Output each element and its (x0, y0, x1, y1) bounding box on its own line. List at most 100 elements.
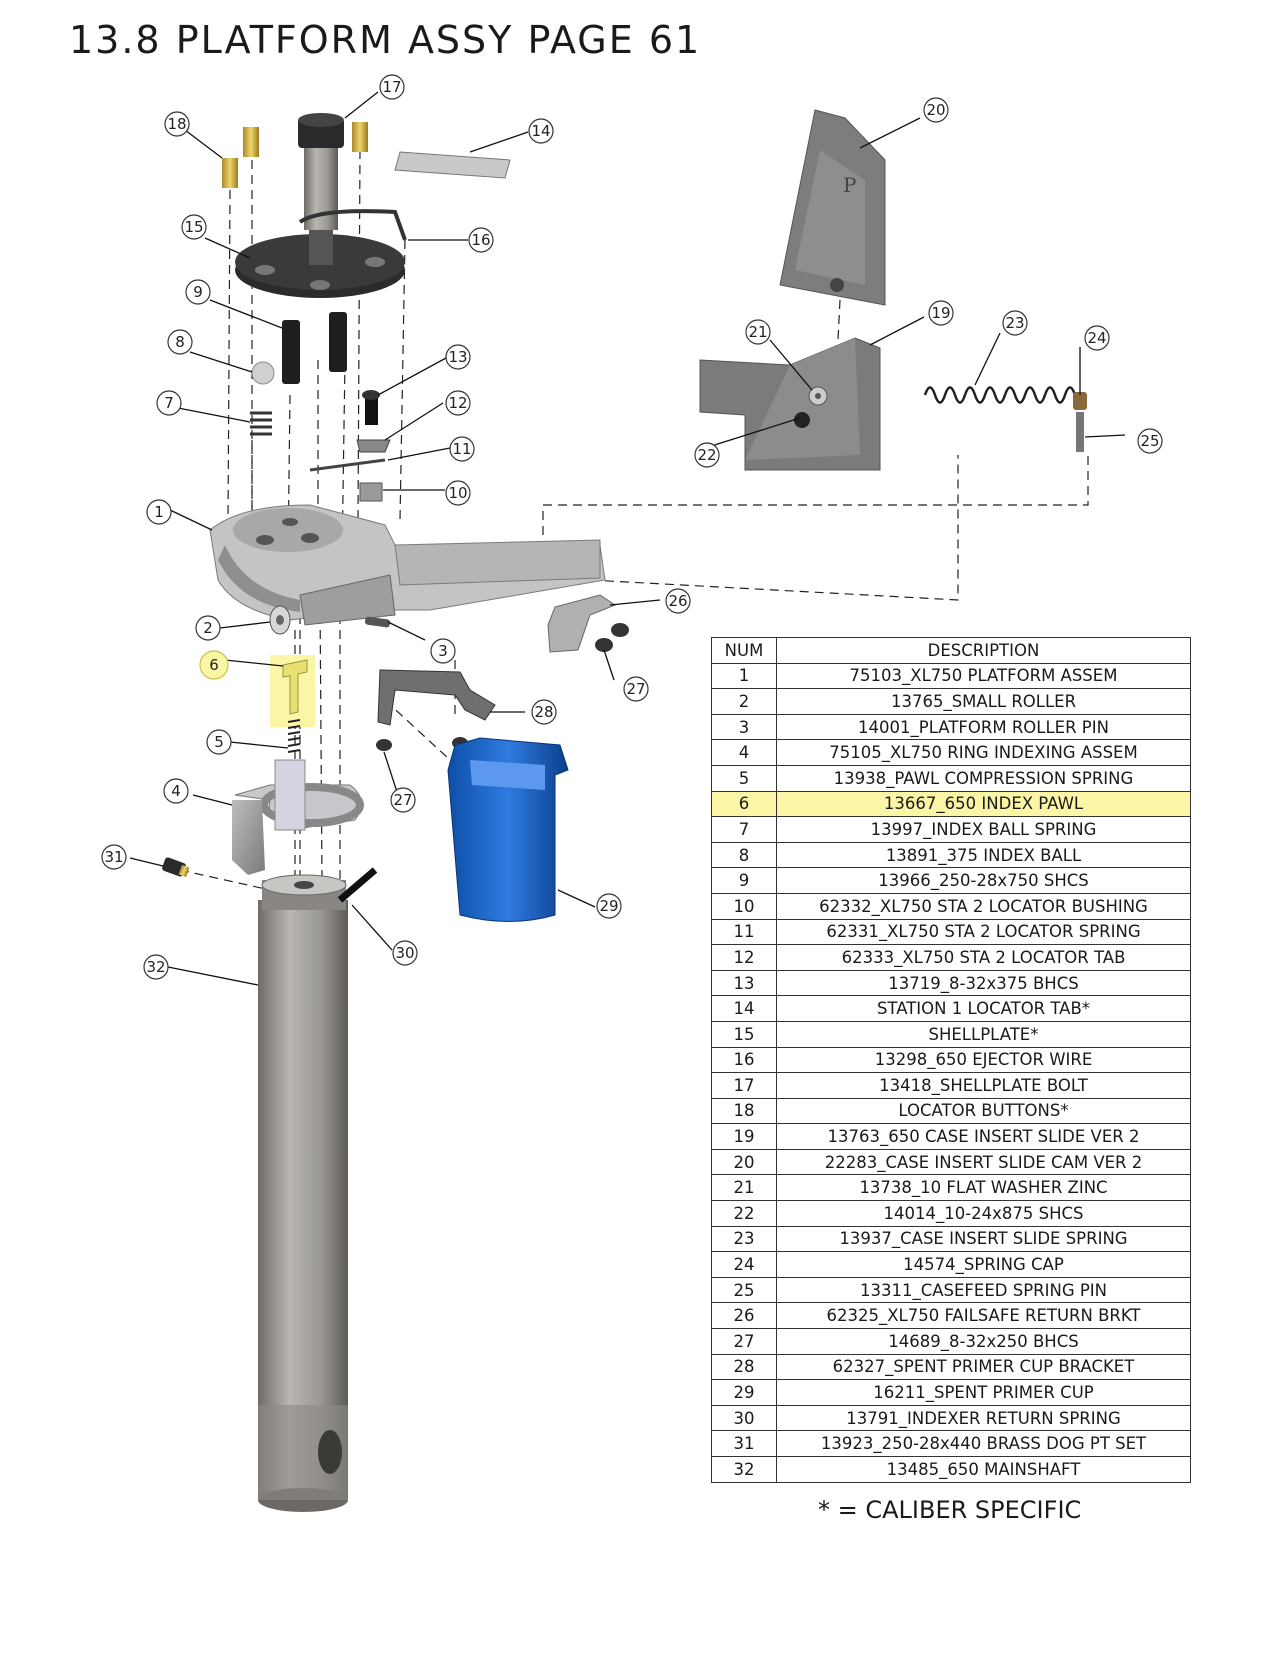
callout-25: 25 (1137, 428, 1163, 454)
part-description-cell: 13311_CASEFEED SPRING PIN (776, 1276, 1191, 1304)
part-number-cell: 32 (711, 1456, 777, 1483)
callout-28: 28 (531, 699, 557, 725)
svg-text:P: P (843, 173, 856, 197)
svg-text:25: 25 (1140, 432, 1159, 450)
svg-text:23: 23 (1005, 314, 1024, 332)
part-description-cell: 14001_PLATFORM ROLLER PIN (776, 713, 1191, 741)
svg-text:26: 26 (668, 592, 687, 610)
locator-parts-10-13 (309, 390, 391, 502)
svg-text:1: 1 (154, 503, 164, 521)
locator-tab-part (394, 151, 511, 179)
callout-31: 31 (101, 844, 127, 870)
callout-10: 10 (445, 480, 471, 506)
part-number-cell: 17 (711, 1072, 777, 1099)
svg-text:24: 24 (1087, 329, 1106, 347)
part-number-cell: 22 (711, 1200, 777, 1227)
svg-text:11: 11 (452, 440, 471, 458)
svg-text:2: 2 (203, 619, 213, 637)
callout-4: 4 (163, 778, 189, 804)
svg-text:29: 29 (599, 897, 618, 915)
svg-text:32: 32 (146, 958, 165, 976)
small-roller-part (269, 605, 291, 635)
ring-indexing-part (232, 759, 364, 875)
part-description-cell: 22283_CASE INSERT SLIDE CAM VER 2 (776, 1148, 1191, 1176)
part-number-cell: 10 (711, 892, 777, 920)
part-description-cell: 13891_375 INDEX BALL (776, 841, 1191, 869)
failsafe-return-bracket-part (547, 594, 617, 653)
part-description-cell: 62327_SPENT PRIMER CUP BRACKET (776, 1353, 1191, 1381)
part-number-cell: 11 (711, 918, 777, 946)
callout-2: 2 (195, 615, 221, 641)
svg-text:31: 31 (104, 848, 123, 866)
part-number-cell: 23 (711, 1225, 777, 1253)
callout-27-right: 27 (623, 676, 649, 702)
part-number-cell: 2 (711, 688, 777, 715)
part-description-cell: 13791_INDEXER RETURN SPRING (776, 1404, 1191, 1432)
svg-text:7: 7 (164, 394, 174, 412)
part-description-cell: 62331_XL750 STA 2 LOCATOR SPRING (776, 918, 1191, 946)
part-number-cell: 15 (711, 1020, 777, 1048)
part-number-cell: 9 (711, 867, 777, 894)
svg-text:28: 28 (534, 703, 553, 721)
part-number-cell: 12 (711, 944, 777, 971)
case-insert-slide-cam-part: P (779, 109, 886, 306)
parts-table-header-row: NUM DESCRIPTION (711, 637, 1191, 664)
part-description-cell: 13923_250-28x440 BRASS DOG PT SET (776, 1430, 1191, 1457)
part-number-cell: 3 (711, 713, 777, 741)
callout-24: 24 (1084, 325, 1110, 351)
svg-text:30: 30 (395, 944, 414, 962)
part-number-cell: 30 (711, 1404, 777, 1432)
callout-20: 20 (923, 97, 949, 123)
callout-22: 22 (694, 442, 720, 468)
spring-cap-and-pin-parts (1073, 392, 1087, 452)
description-column-header: DESCRIPTION (776, 637, 1191, 664)
svg-text:3: 3 (438, 642, 448, 660)
part-number-cell: 29 (711, 1379, 777, 1406)
part-description-cell: 13719_8-32x375 BHCS (776, 969, 1191, 997)
flat-washer-and-shcs-parts (794, 386, 828, 428)
part-number-cell: 16 (711, 1046, 777, 1074)
part-description-cell: 62333_XL750 STA 2 LOCATOR TAB (776, 944, 1191, 971)
part-description-cell: SHELLPLATE* (776, 1020, 1191, 1048)
callout-27-left: 27 (390, 787, 416, 813)
part-description-cell: 13937_CASE INSERT SLIDE SPRING (776, 1225, 1191, 1253)
part-number-cell: 28 (711, 1353, 777, 1381)
svg-text:27: 27 (626, 680, 645, 698)
svg-text:8: 8 (175, 333, 185, 351)
part-description-cell: LOCATOR BUTTONS* (776, 1097, 1191, 1125)
part-number-cell: 20 (711, 1148, 777, 1176)
callout-30: 30 (392, 940, 418, 966)
index-ball-spring-part (250, 411, 272, 436)
part-description-cell: 14574_SPRING CAP (776, 1251, 1191, 1278)
callout-17: 17 (379, 74, 405, 100)
svg-text:4: 4 (171, 782, 181, 800)
callout-26: 26 (665, 588, 691, 614)
callout-15: 15 (181, 214, 207, 240)
part-description-cell: 13966_250-28x750 SHCS (776, 867, 1191, 894)
platform-roller-pin-part (364, 616, 391, 628)
part-description-cell: 14014_10-24x875 SHCS (776, 1200, 1191, 1227)
part-number-cell: 25 (711, 1276, 777, 1304)
callout-23: 23 (1002, 310, 1028, 336)
part-number-cell: 26 (711, 1302, 777, 1330)
callout-13: 13 (445, 344, 471, 370)
callout-7: 7 (156, 390, 182, 416)
